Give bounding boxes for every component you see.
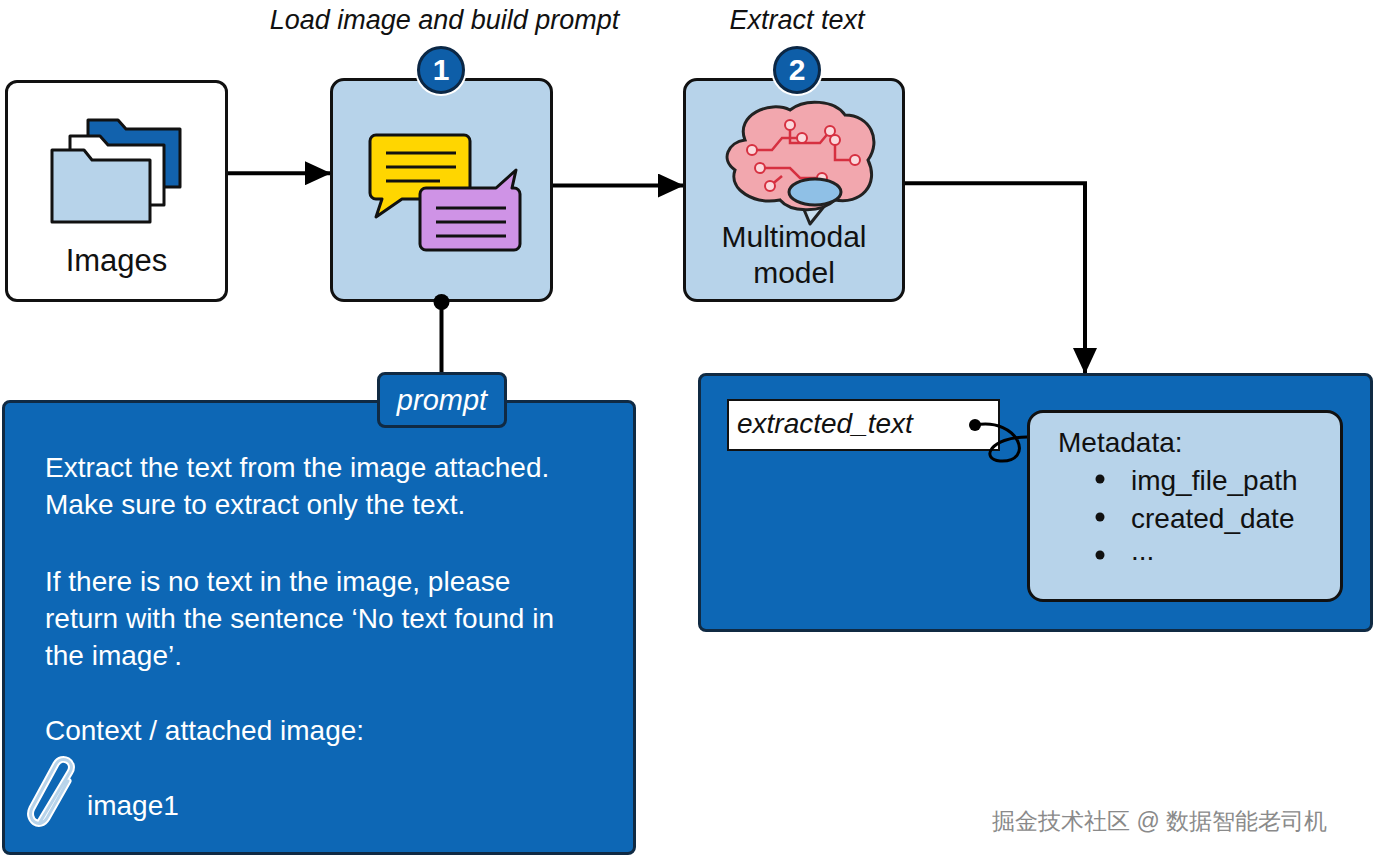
connector: [553, 185, 683, 186]
box-label: Images: [8, 243, 225, 279]
connector-line: [440, 302, 444, 372]
connector: [969, 419, 1027, 461]
metadata-item: ...: [1131, 533, 1154, 569]
step-heading: Extract text: [586, 5, 1008, 36]
step-heading: Load image and build prompt: [233, 5, 656, 36]
metadata-item: img_file_path: [1131, 463, 1298, 499]
metadata-box: Metadata:img_file_pathcreated_date...: [1027, 410, 1343, 602]
output-field: extracted_text: [727, 399, 1000, 451]
attachment-name: image1: [87, 787, 179, 824]
bullet-points: [1096, 475, 1105, 560]
watermark: 掘金技术社区 @ 数据智能老司机: [992, 806, 1327, 836]
connector-line: [975, 424, 1027, 461]
connector-line: [228, 171, 330, 175]
process-box: Load image and build prompt: [330, 78, 553, 302]
paperclip-icon: [31, 759, 72, 823]
prompt-text: Extract the text from the image attached…: [45, 449, 565, 523]
connector: [434, 294, 450, 372]
brain-icon: [727, 102, 874, 224]
connector-line: [905, 183, 1085, 373]
output-panel: extracted_textMetadata:img_file_pathcrea…: [698, 373, 1373, 632]
field-name: extracted_text: [737, 401, 913, 447]
prompt-text: Context / attached image:: [45, 712, 585, 749]
prompt-tab: prompt: [377, 372, 507, 428]
connector: [905, 183, 1085, 373]
input-box: Images: [5, 80, 228, 302]
metadata-item: created_date: [1131, 501, 1294, 537]
connector-dot: [434, 294, 450, 310]
box-label: Multimodal model: [704, 219, 884, 291]
connector: [228, 173, 330, 174]
chat-icon: [370, 135, 520, 250]
connector-line: [553, 184, 683, 188]
metadata-heading: Metadata:: [1058, 425, 1183, 461]
connector-dot: [969, 419, 981, 431]
prompt-text: If there is no text in the image, please…: [45, 563, 565, 674]
folder-icon: [52, 120, 180, 222]
model-box: Extract textMultimodal model: [683, 78, 905, 302]
prompt-panel: promptExtract the text from the image at…: [2, 400, 636, 855]
